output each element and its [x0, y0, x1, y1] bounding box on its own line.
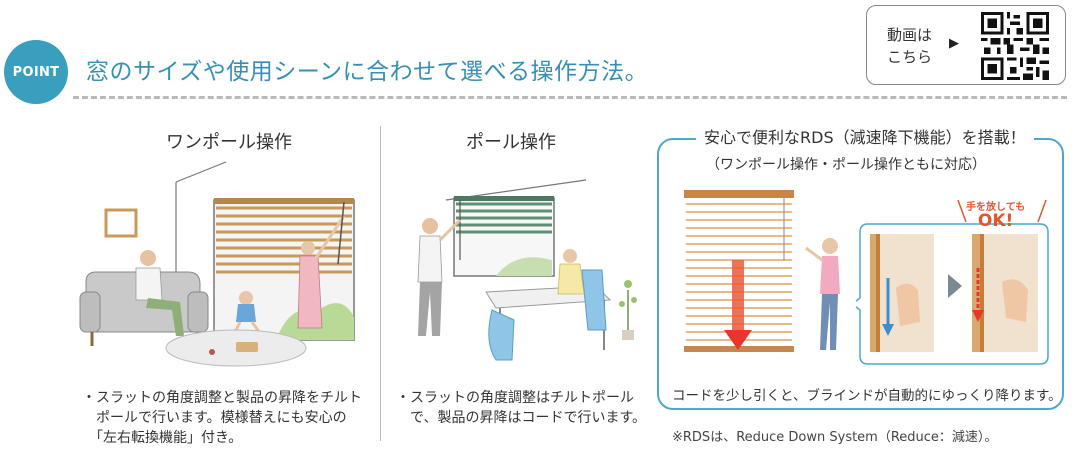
one-pole-illustration	[79, 161, 355, 367]
header-divider	[73, 96, 1067, 99]
col1-title: ワンポール操作	[166, 132, 292, 153]
play-arrow-icon: ▶	[949, 36, 959, 51]
page-title: 窓のサイズや使用シーンに合わせて選べる操作方法。	[86, 59, 649, 85]
col1-caption-line: ・スラットの角度調整と製品の昇降をチルト	[82, 390, 362, 406]
video-link-line2: こちら	[887, 48, 933, 66]
rds-ok-big: OK!	[977, 211, 1014, 231]
video-link-line1: 動画は	[887, 26, 933, 44]
ok-emphasis-lines	[957, 199, 1047, 223]
rds-blind-illustration	[684, 190, 840, 352]
rds-title: 安心で便利なRDS（減速降下機能）を搭載！	[696, 124, 1034, 148]
video-link-label: 動画は こちら	[887, 24, 932, 68]
point-badge: POINT	[4, 40, 68, 104]
col1-caption-line: 「左右転換機能」付き。	[82, 430, 243, 446]
rds-footnote: ※RDSは、Reduce Down System（Reduce：減速）。	[672, 430, 998, 445]
column-divider	[380, 126, 381, 441]
col2-caption: ・スラットの角度調整はチルトポール で、製品の昇降はコードで行います。	[396, 388, 646, 428]
rds-speech-bubble	[856, 223, 1049, 365]
rds-caption: コードを少し引くと、ブラインドが自動的にゆっくり降ります。	[672, 388, 1062, 404]
rds-ok-label: 手を放しても OK!	[966, 198, 1025, 230]
pole-operation-illustration	[417, 179, 637, 361]
rds-ok-small: 手を放しても	[966, 202, 1026, 213]
rds-subtitle: （ワンポール操作・ポール操作ともに対応）	[706, 157, 986, 173]
col2-caption-line: ・スラットの角度調整はチルトポール	[396, 390, 634, 406]
qr-code[interactable]	[981, 12, 1049, 80]
col2-title: ポール操作	[466, 132, 556, 153]
video-link-box[interactable]: 動画は こちら ▶	[866, 5, 1066, 85]
col1-caption: ・スラットの角度調整と製品の昇降をチルト ポールで行います。模様替えにも安心の …	[82, 388, 362, 448]
col2-caption-line: で、製品の昇降はコードで行います。	[396, 410, 647, 426]
col1-caption-line: ポールで行います。模様替えにも安心の	[82, 410, 347, 426]
